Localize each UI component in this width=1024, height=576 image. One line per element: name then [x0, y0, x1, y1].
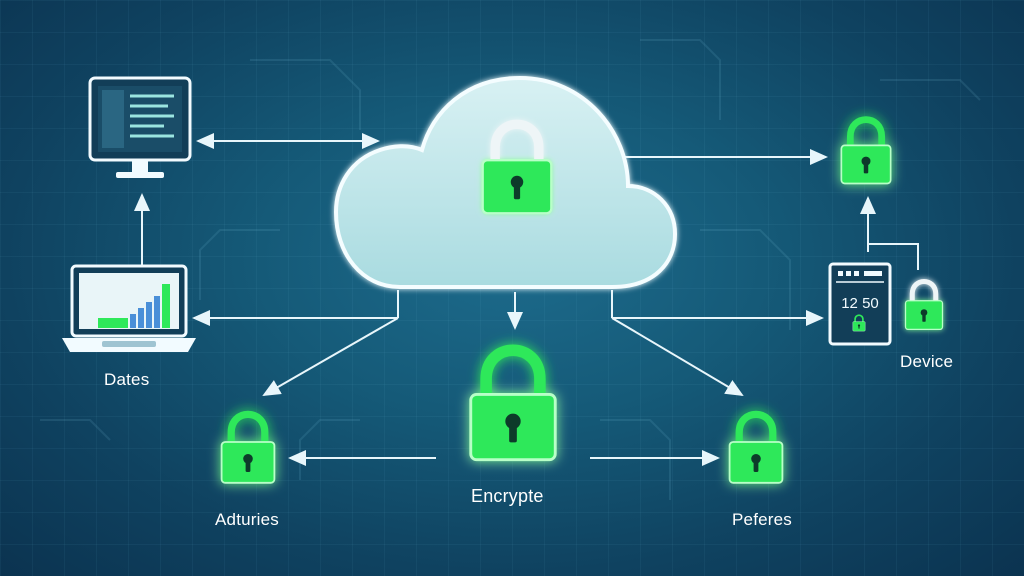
label-device: Device: [900, 352, 954, 371]
padlock-bottom-right-icon: [730, 414, 783, 482]
label-peferes: Peferes: [732, 510, 792, 529]
laptop-chart-icon: [62, 264, 196, 352]
device-lock-branch: [868, 243, 919, 270]
device-screen-number: 12 50: [841, 295, 879, 312]
padlock-top-right-icon: [841, 120, 890, 184]
connector-lines: [134, 133, 919, 466]
arrow-cloud-lock-left: [262, 317, 399, 396]
label-encrypt: Encrypte: [471, 486, 544, 506]
desktop-monitor-icon: [88, 76, 192, 178]
padlock-device-icon: [906, 281, 943, 329]
device-panel-icon: 12 50: [828, 262, 892, 346]
arrow-cloud-lock-right-bottom: [611, 317, 744, 397]
circuit-traces: [40, 39, 981, 500]
padlock-bottom-left-icon: [222, 414, 275, 482]
encrypt-padlock-icon: [471, 350, 555, 459]
label-dates: Dates: [104, 370, 150, 389]
label-adturies: Adturies: [215, 510, 279, 529]
